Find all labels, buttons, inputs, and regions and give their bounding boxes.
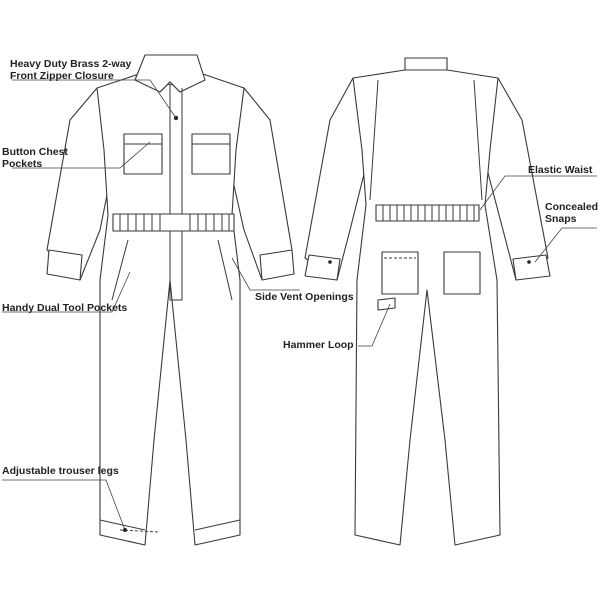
callout-zipper: Heavy Duty Brass 2-way Front Zipper Clos… <box>10 58 132 82</box>
front-left-cuff <box>46 249 83 281</box>
callout-concealed-snaps: Concealed Snaps <box>545 201 599 225</box>
callout-elastic-waist: Elastic Waist <box>528 164 593 176</box>
front-right-cuff <box>259 249 295 281</box>
callout-trouser-legs: Adjustable trouser legs <box>2 465 119 477</box>
back-body <box>352 57 501 546</box>
back-left-cuff <box>304 254 341 281</box>
back-right-cuff <box>512 254 551 281</box>
callout-tool-pockets: Handy Dual Tool Pockets <box>2 302 128 314</box>
callout-side-vents: Side Vent Openings <box>255 291 354 303</box>
front-right-chest-pocket <box>191 133 231 175</box>
back-right-pocket <box>443 251 481 295</box>
back-waistband <box>375 204 480 222</box>
back-left-pocket <box>381 251 419 295</box>
callout-lines <box>2 79 597 532</box>
callout-hammer-loop: Hammer Loop <box>283 339 354 351</box>
callout-chest-pockets: Button Chest Pockets <box>2 146 68 170</box>
hammer-loop <box>377 297 396 311</box>
front-left-chest-pocket <box>123 133 163 175</box>
front-waistband <box>112 213 235 232</box>
back-coverall <box>304 57 551 546</box>
front-coverall <box>46 54 295 546</box>
